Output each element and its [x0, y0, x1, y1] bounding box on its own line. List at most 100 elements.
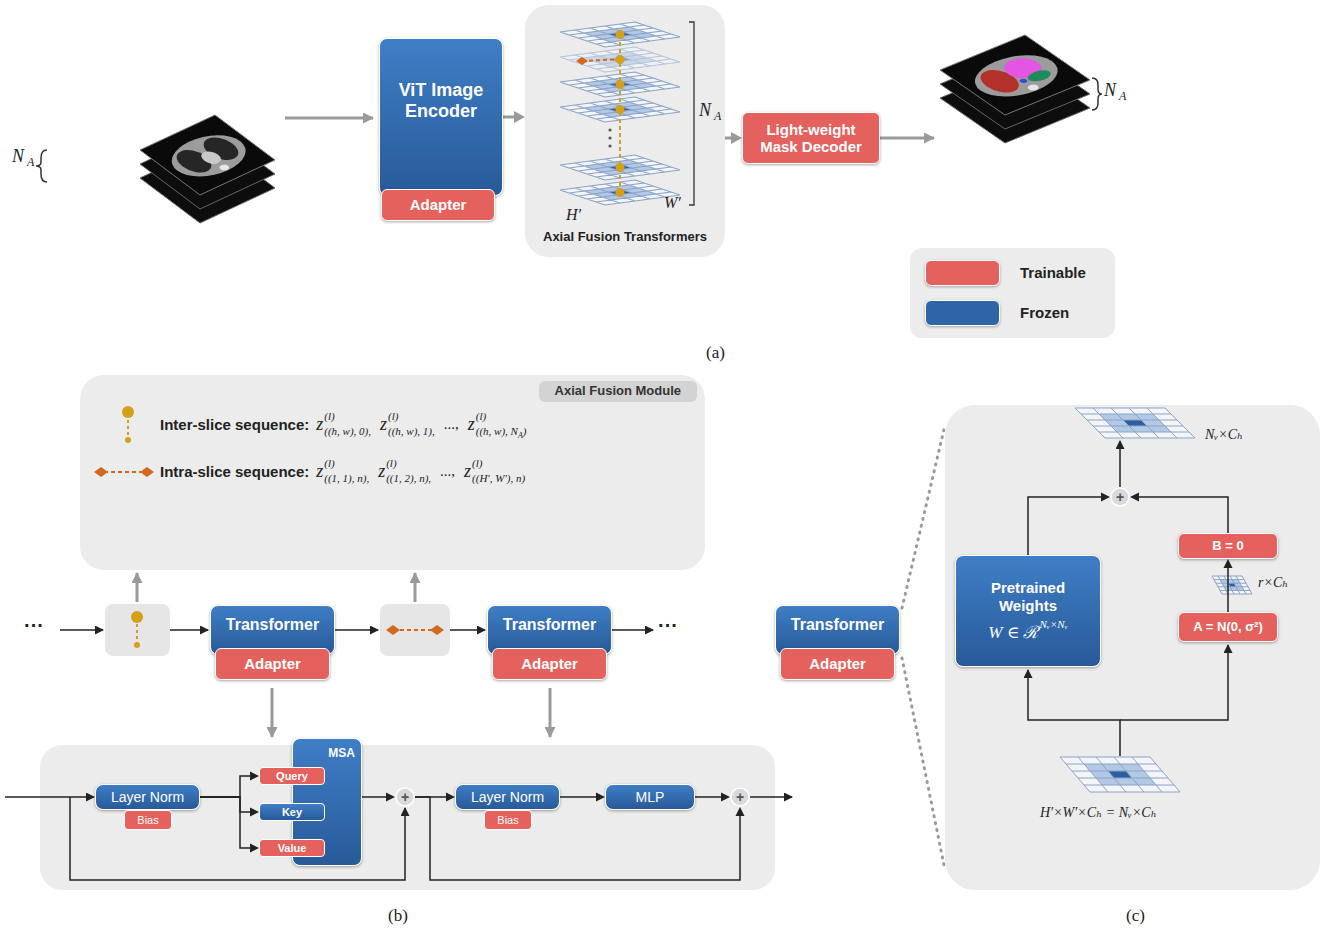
arrow-head [721, 793, 730, 802]
text-label: Intra-slice sequence: [160, 463, 309, 480]
connector [200, 797, 259, 817]
box-label: Bias [137, 814, 158, 827]
box-label: Light-weight Mask Decoder [749, 121, 873, 156]
connector-line [200, 776, 253, 797]
index-stack: (l) ((1, 2), n), [386, 457, 431, 486]
connector [503, 111, 525, 123]
box-label: + [736, 790, 744, 804]
box-label: Query [276, 770, 308, 783]
bias-box: Bias [124, 810, 172, 830]
text-label: W′ [664, 194, 681, 212]
text-label: (b) [388, 906, 408, 926]
adapter-box: Adapter [780, 648, 895, 680]
text-row: (b) [388, 906, 408, 926]
math-term: z(l) ((h, w), 1), [380, 410, 435, 439]
connector-line [200, 797, 253, 848]
adapter-box: Adapter [215, 648, 330, 680]
text-row: ··· [24, 614, 44, 637]
fusion-panel: Axial Fusion Transformers [525, 5, 725, 257]
transformer-box: TransformerAdapter [775, 605, 900, 655]
legend-swatch [925, 260, 1000, 286]
subscript-group: ((H′, W′), n) [472, 469, 525, 486]
box-label: B = 0 [1212, 539, 1243, 554]
attention-box: MSAQueryKeyValue [292, 738, 362, 866]
box-label: Axial Fusion Transformers [543, 230, 707, 245]
box-label: ViT Image Encoder [388, 80, 494, 121]
text-label: Inter-slice sequence: [160, 416, 309, 433]
text-label: z [380, 414, 387, 435]
bias-box: Bias [484, 810, 532, 830]
connector [1224, 559, 1233, 612]
index-stack: (l)((1, 1), n), [324, 457, 369, 486]
arrow-head [250, 808, 259, 817]
text-label: z [464, 461, 471, 482]
index-stack: (l)((H′, W′), n) [472, 457, 525, 486]
box-label: Axial Fusion Module [539, 381, 697, 402]
text-row: (a) [706, 343, 725, 363]
text-label: ((1, 2), n), [386, 472, 431, 484]
math-term: z(l) ((1, 2), n), [378, 457, 431, 486]
connector [1028, 493, 1110, 556]
text-label: z [468, 414, 475, 435]
arrow-head [250, 772, 259, 781]
subscript-group: ((1, 2), n), [386, 469, 431, 486]
arrow-head [1130, 493, 1139, 502]
text-label: z [316, 414, 323, 435]
box-label: Layer Norm [111, 789, 184, 805]
text-label: (c) [1126, 906, 1145, 926]
text-label: ((1, 1), n), [324, 472, 369, 484]
math-term: z(l)((h, w), NA) [468, 410, 527, 439]
connector [560, 793, 605, 802]
subscript-group: ((1, 1), n), [324, 469, 369, 486]
sum-circle: + [395, 787, 415, 807]
arrow-head [596, 793, 605, 802]
subscript-group: ((h, w), 1), [388, 422, 435, 439]
sum-circle: + [730, 787, 750, 807]
text-label: (l) [388, 410, 435, 422]
text-row: W′ [664, 194, 681, 212]
subscript-group: ((h, w), NA) [476, 422, 527, 439]
box-label: + [1116, 490, 1124, 504]
decoder-box: Light-weight Mask Decoder [742, 112, 880, 164]
connector-line [1028, 497, 1104, 555]
text-label: r×Cₕ [1258, 574, 1288, 591]
layernorm-box: Layer NormBias [455, 784, 560, 810]
adapter-box: Adapter [492, 648, 607, 680]
text-label: N [1104, 80, 1116, 101]
arrow-head [250, 844, 259, 853]
connector-line [503, 116, 517, 119]
box-label: + [401, 790, 409, 804]
text-label: (l) [386, 457, 431, 469]
connector-line [560, 796, 599, 798]
text-row: Nᵥ×Cₕ [1205, 426, 1243, 443]
adapter-box: Adapter [381, 189, 495, 221]
arrow-head [1101, 493, 1110, 502]
connector [200, 797, 259, 853]
box-label: A = N(0, σ²) [1193, 620, 1262, 635]
legend-text: Frozen [1020, 304, 1069, 321]
text-row: H′×W′×Cₕ = Nᵥ×Cₕ [1040, 804, 1157, 821]
box-label: Value [278, 842, 307, 855]
connector [200, 772, 259, 798]
text-row: ··· [658, 614, 678, 637]
text-label: H′×W′×Cₕ = Nᵥ×Cₕ [1040, 804, 1157, 821]
text-label: ··· [24, 614, 44, 637]
arrow-head [446, 793, 455, 802]
box-label: Adapter [244, 655, 301, 672]
box-label: Adapter [410, 196, 467, 213]
key-box: Key [259, 803, 325, 821]
connector-line [695, 796, 724, 798]
box-label: Adapter [809, 655, 866, 672]
text-label: z [316, 461, 323, 482]
box-label: Transformer [226, 616, 319, 634]
box-label: MSA [328, 747, 355, 761]
text-label: z [378, 461, 385, 482]
layernorm-box: Layer NormBias [95, 784, 200, 810]
text-label: ((h, w), 1), [388, 425, 435, 437]
connector-line [415, 796, 449, 798]
arrow-head [386, 793, 395, 802]
text-label: (l) [476, 410, 527, 422]
text-row: H′ [566, 206, 581, 224]
text-label: A [714, 109, 721, 124]
matrix-a-box: A = N(0, σ²) [1178, 612, 1278, 642]
